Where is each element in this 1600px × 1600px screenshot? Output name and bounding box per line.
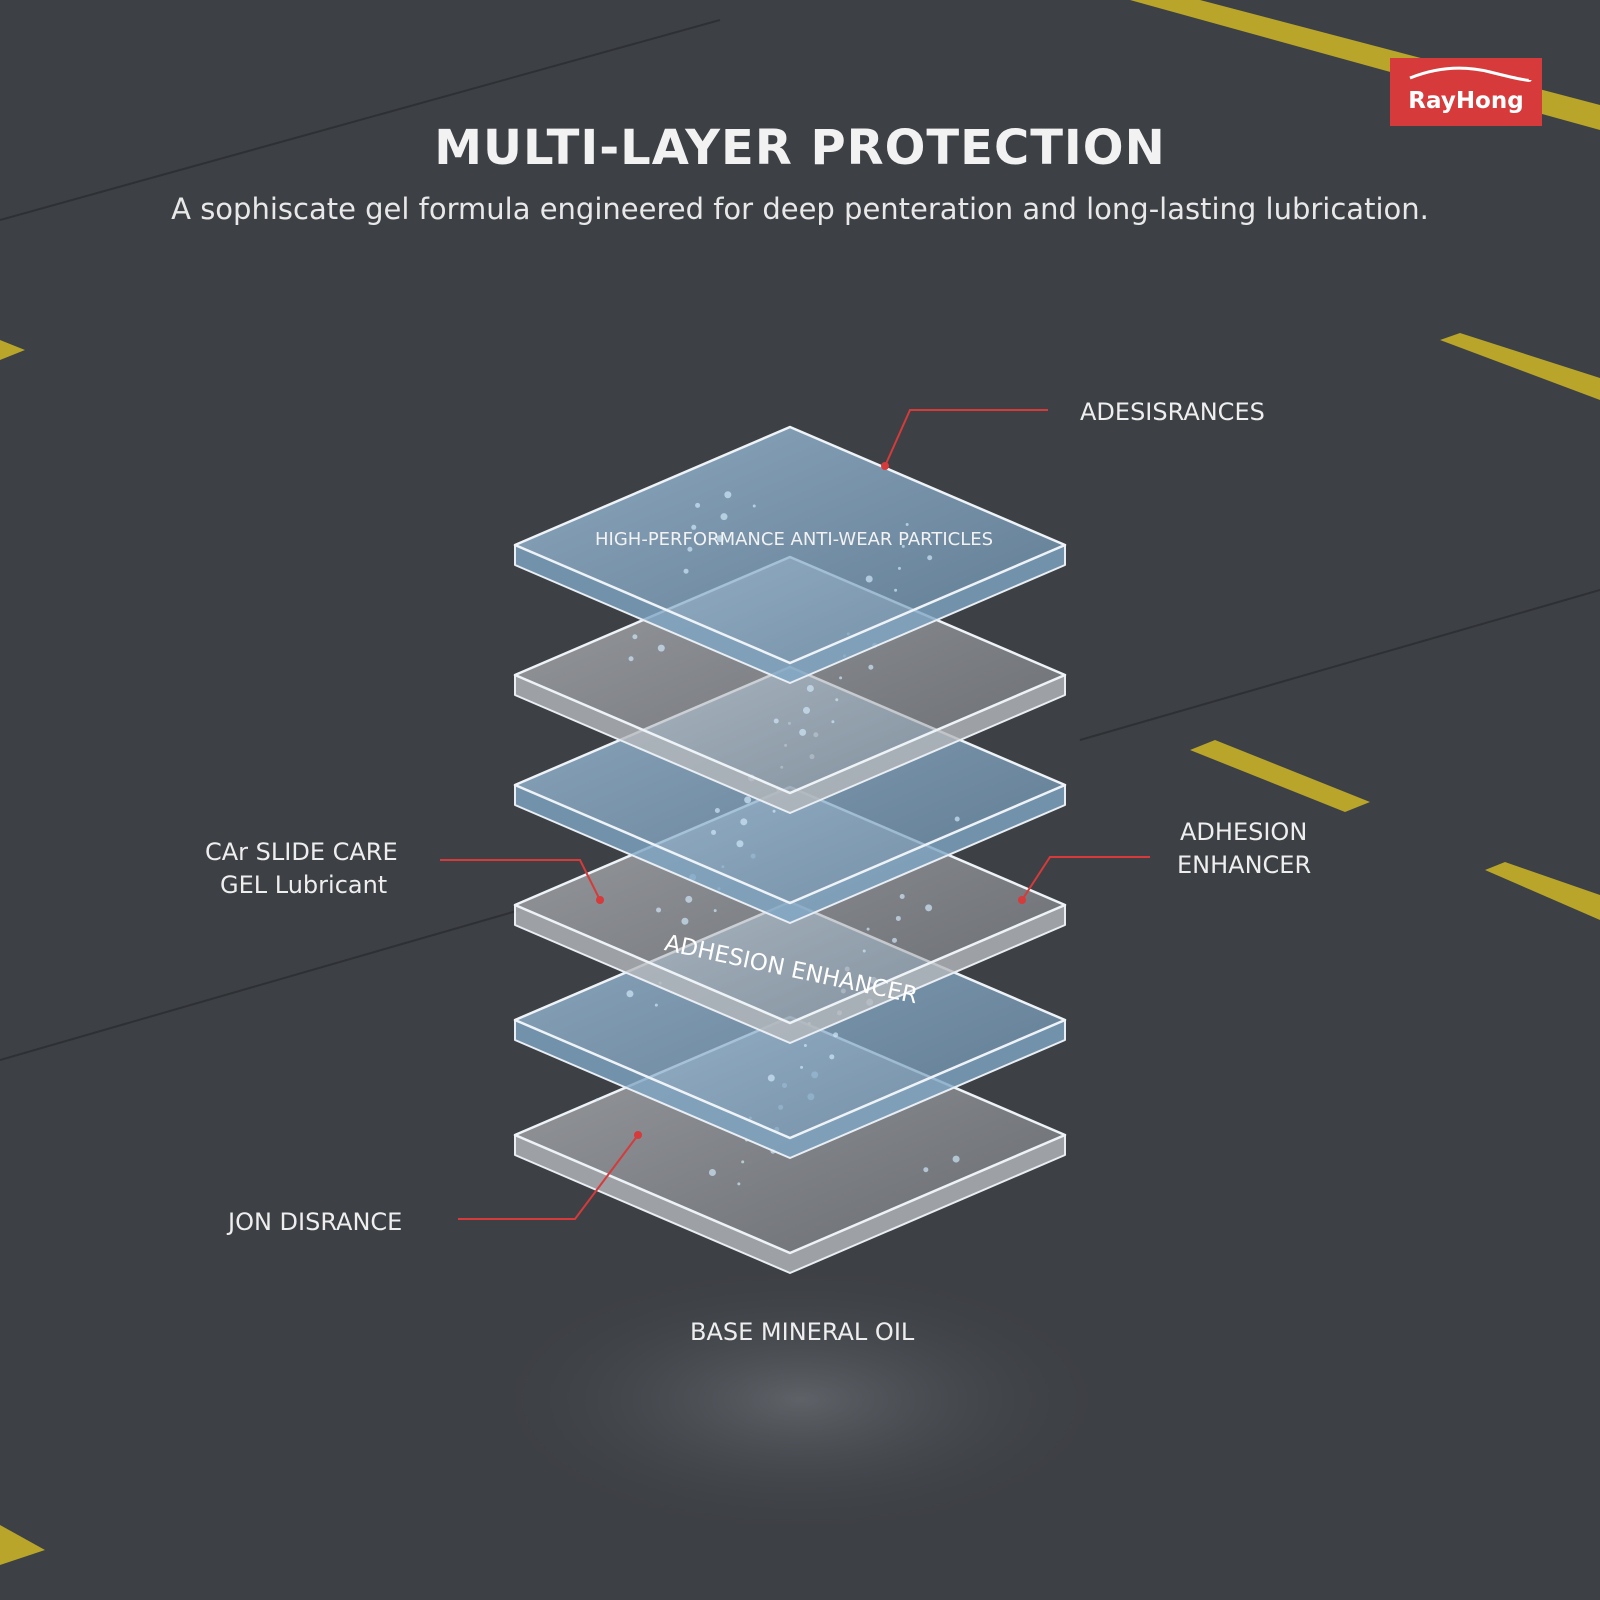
bubble (632, 634, 638, 640)
bubble (772, 809, 776, 813)
bubble (737, 1182, 741, 1186)
bubble (866, 927, 870, 931)
bubble (628, 656, 634, 662)
bubble (833, 1032, 839, 1038)
bubble (894, 588, 898, 592)
label-base-oil: BASE MINERAL OIL (690, 1318, 915, 1346)
label-adhesion-1: ADHESION (1180, 818, 1308, 846)
bubble (716, 535, 724, 543)
bubble (656, 907, 662, 913)
label-anti-wear: HIGH-PERFORMANCE ANTI-WEAR PARTICLES (595, 529, 994, 550)
bubble (773, 718, 779, 724)
bubble (865, 575, 873, 583)
bubble (839, 676, 843, 680)
bubble (683, 568, 689, 574)
page-title: MULTI-LAYER PROTECTION (434, 120, 1166, 176)
bubble (714, 807, 720, 813)
bubble (831, 720, 835, 724)
logo-text: RayHong (1408, 88, 1524, 114)
bubble (923, 1167, 929, 1173)
bubble (687, 546, 693, 552)
label-car-slide-2: GEL Lubricant (220, 871, 388, 899)
leader-lines (440, 409, 1150, 1220)
bubble (740, 818, 748, 826)
spotlight (480, 1260, 1120, 1540)
bubble (596, 1098, 599, 1102)
bubble (799, 728, 807, 736)
bubble (713, 909, 717, 913)
bubble (711, 829, 717, 835)
bubble (803, 706, 810, 714)
bubble (868, 664, 874, 670)
bubble (767, 1074, 775, 1082)
bubble (925, 904, 933, 912)
bubble (724, 491, 732, 499)
layer-stack (513, 425, 1067, 1274)
bubble (892, 937, 897, 943)
bubble (720, 513, 728, 521)
bubble (895, 915, 901, 921)
leader-dots (596, 462, 1026, 1139)
bubble (803, 1043, 807, 1047)
page-subtitle: A sophiscate gel formula engineered for … (171, 192, 1429, 226)
bubble (752, 504, 756, 508)
bubble (905, 522, 909, 526)
bubble (835, 698, 839, 702)
car-swoosh-icon (1409, 66, 1532, 82)
bubble (952, 1155, 960, 1163)
bubble (800, 1065, 804, 1069)
label-jon-disrance: JON DISRANCE (228, 1208, 403, 1236)
bubble (897, 566, 901, 570)
bubble (708, 1169, 716, 1177)
bubble (657, 644, 665, 652)
brand-logo: RayHong (1390, 58, 1542, 126)
bubble (829, 1054, 835, 1060)
blue-layer-slab (513, 425, 1067, 684)
bubble (685, 895, 693, 903)
bubble (626, 990, 634, 998)
bubble (741, 1160, 745, 1164)
label-car-slide-1: CAr SLIDE CARE (205, 838, 398, 866)
label-adesisrances: ADESISRANCES (1080, 398, 1265, 426)
bubble (806, 684, 814, 692)
bubble (901, 544, 905, 548)
bubble (681, 917, 689, 925)
bubble (899, 894, 905, 900)
bubble (954, 816, 960, 822)
bubble (744, 796, 752, 804)
bubble (654, 1003, 658, 1007)
bubble (736, 840, 744, 848)
bubble (927, 555, 933, 561)
bubble (691, 524, 697, 530)
bubble (862, 949, 866, 953)
bubble (695, 502, 701, 508)
label-adhesion-2: ENHANCER (1177, 851, 1312, 879)
